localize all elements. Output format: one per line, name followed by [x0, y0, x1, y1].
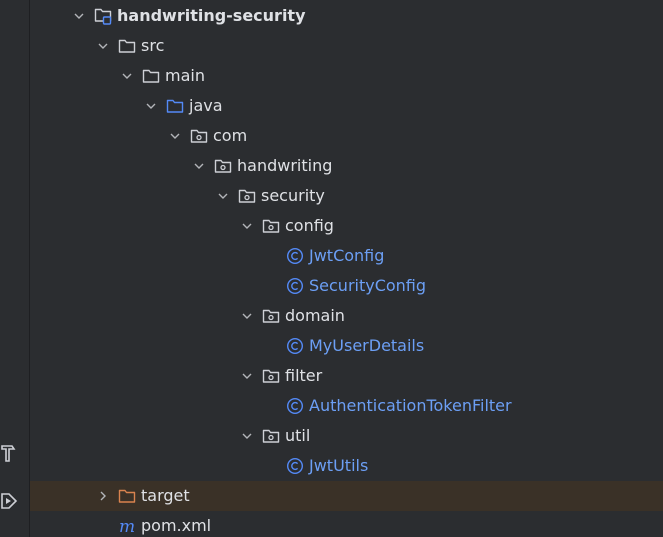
maven-icon: m — [118, 517, 136, 535]
tree-row-myuserdetails[interactable]: MyUserDetails — [30, 331, 663, 361]
tree-row-java[interactable]: java — [30, 91, 663, 121]
excluded-folder-icon — [118, 487, 136, 505]
tree-item-label: SecurityConfig — [309, 276, 427, 295]
tree-item-label: handwriting — [237, 156, 333, 175]
tree-item-label: JwtUtils — [309, 456, 369, 475]
tree-item-label: config — [285, 216, 334, 235]
tree-item-label: security — [261, 186, 325, 205]
svg-text:m: m — [119, 517, 135, 535]
tree-row-jwtconfig[interactable]: JwtConfig — [30, 241, 663, 271]
chevron-down-icon[interactable] — [240, 309, 254, 323]
class-icon — [286, 247, 304, 265]
tree-row-pom-xml[interactable]: m pom.xml — [30, 511, 663, 537]
tree-row-config[interactable]: config — [30, 211, 663, 241]
package-icon — [262, 427, 280, 445]
class-icon — [286, 337, 304, 355]
chevron-down-icon[interactable] — [216, 189, 230, 203]
tree-row-filter[interactable]: filter — [30, 361, 663, 391]
chevron-down-icon[interactable] — [144, 99, 158, 113]
chevron-right-icon[interactable] — [96, 489, 110, 503]
chevron-down-icon[interactable] — [120, 69, 134, 83]
package-icon — [238, 187, 256, 205]
tree-item-label: handwriting-security — [117, 6, 306, 25]
package-icon — [214, 157, 232, 175]
tree-item-label: JwtConfig — [309, 246, 385, 265]
tree-row-util[interactable]: util — [30, 421, 663, 451]
class-icon — [286, 277, 304, 295]
tree-item-label: com — [213, 126, 248, 145]
build-icon[interactable] — [0, 440, 20, 464]
tree-item-label: MyUserDetails — [309, 336, 425, 355]
run-service-icon[interactable] — [0, 489, 20, 513]
chevron-down-icon[interactable] — [96, 39, 110, 53]
tree-row-target[interactable]: target — [30, 481, 663, 511]
folder-icon — [142, 67, 160, 85]
tree-row-handwriting-security[interactable]: handwriting-security — [30, 1, 663, 31]
tree-row-main[interactable]: main — [30, 61, 663, 91]
package-icon — [190, 127, 208, 145]
chevron-down-icon[interactable] — [240, 219, 254, 233]
chevron-down-icon[interactable] — [240, 369, 254, 383]
class-icon — [286, 457, 304, 475]
tree-row-domain[interactable]: domain — [30, 301, 663, 331]
left-tool-gutter — [0, 0, 30, 537]
tree-row-securityconfig[interactable]: SecurityConfig — [30, 271, 663, 301]
tree-item-label: domain — [285, 306, 345, 325]
tree-row-authenticationtokenfilter[interactable]: AuthenticationTokenFilter — [30, 391, 663, 421]
folder-icon — [118, 37, 136, 55]
chevron-down-icon[interactable] — [192, 159, 206, 173]
package-icon — [262, 307, 280, 325]
tree-item-label: pom.xml — [141, 516, 212, 535]
class-icon — [286, 397, 304, 415]
tree-item-label: filter — [285, 366, 323, 385]
tree-item-label: java — [189, 96, 223, 115]
module-folder-icon — [94, 7, 112, 25]
tree-row-security[interactable]: security — [30, 181, 663, 211]
tree-item-label: AuthenticationTokenFilter — [309, 396, 512, 415]
tree-item-label: target — [141, 486, 190, 505]
source-root-folder-icon — [166, 97, 184, 115]
tree-row-src[interactable]: src — [30, 31, 663, 61]
package-icon — [262, 367, 280, 385]
chevron-down-icon[interactable] — [168, 129, 182, 143]
tree-row-com[interactable]: com — [30, 121, 663, 151]
package-icon — [262, 217, 280, 235]
tree-item-label: main — [165, 66, 205, 85]
tree-item-label: src — [141, 36, 165, 55]
chevron-down-icon[interactable] — [240, 429, 254, 443]
tree-row-jwtutils[interactable]: JwtUtils — [30, 451, 663, 481]
tree-row-handwriting[interactable]: handwriting — [30, 151, 663, 181]
chevron-down-icon[interactable] — [72, 9, 86, 23]
tree-item-label: util — [285, 426, 311, 445]
